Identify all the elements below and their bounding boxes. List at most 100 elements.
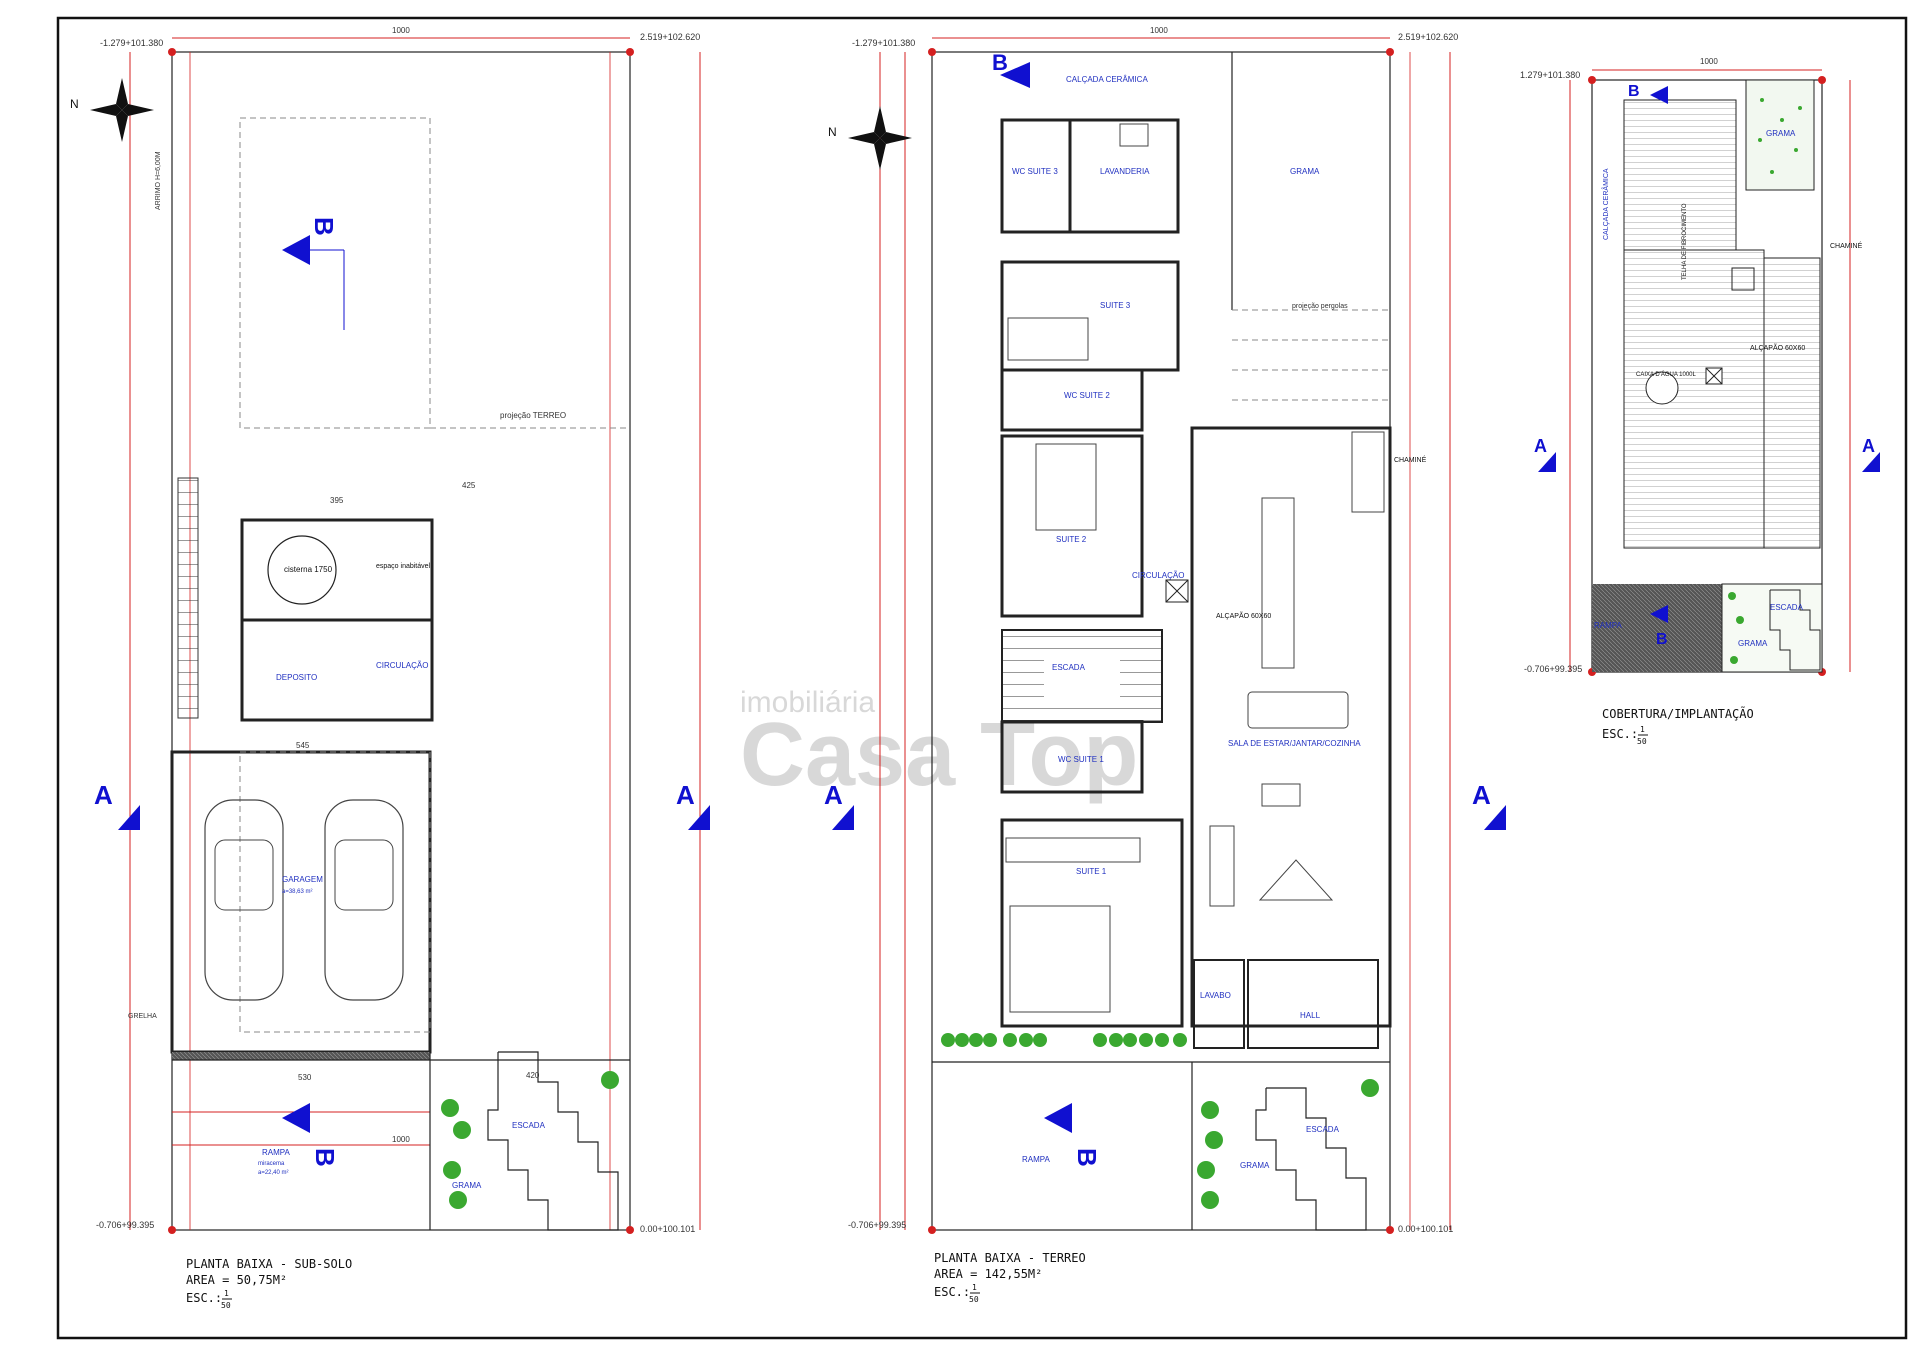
svg-text:A: A xyxy=(1862,436,1875,456)
coord-br: 0.00+100.101 xyxy=(640,1224,695,1234)
deposito-label: DEPOSITO xyxy=(276,673,317,682)
svg-text:A: A xyxy=(1472,780,1491,810)
dim-530: 530 xyxy=(298,1073,312,1082)
rampa-label: RAMPA xyxy=(1594,621,1623,630)
svg-text:A: A xyxy=(676,780,695,810)
svg-text:B: B xyxy=(1656,631,1668,648)
living-room xyxy=(1190,426,1392,1028)
svg-text:N: N xyxy=(828,125,837,139)
alcapao-label: ALÇAPÃO 60X60 xyxy=(1750,343,1805,352)
coord-tl: -1.279+101.380 xyxy=(100,38,163,48)
hedge xyxy=(941,1033,1379,1209)
hall-label: HALL xyxy=(1300,1011,1321,1020)
terreo-scale: ESC.: xyxy=(934,1285,970,1299)
garagem-label: GARAGEM xyxy=(282,875,323,884)
calcada-label: CALÇADA CERÂMICA xyxy=(1601,168,1610,240)
section-a-marker: A xyxy=(1472,780,1506,830)
wc-suite2-label: WC SUITE 2 xyxy=(1064,391,1110,400)
cobertura-scale: ESC.: xyxy=(1602,727,1638,741)
suite1-label: SUITE 1 xyxy=(1076,867,1107,876)
section-b-marker: B xyxy=(1650,605,1668,648)
coord-tr: 2.519+102.620 xyxy=(1398,32,1458,42)
section-b-marker: B xyxy=(1044,1103,1102,1167)
subsolo-area: AREA = 50,75M² xyxy=(186,1273,287,1287)
svg-text:B: B xyxy=(1628,83,1640,100)
caixa-label: CAIXA D'ÁGUA 1000L xyxy=(1636,371,1697,378)
watermark-line1: imobiliária xyxy=(740,686,875,719)
coord-tr: 2.519+102.620 xyxy=(640,32,700,42)
rampa-sub: miracema xyxy=(258,1161,285,1167)
chamine-label: CHAMINÉ xyxy=(1394,455,1427,464)
terreo-caption: PLANTA BAIXA - TERREO xyxy=(934,1251,1086,1265)
garagem-area: a=38,63 m² xyxy=(282,889,313,895)
wc-suite1-label: WC SUITE 1 xyxy=(1058,755,1104,764)
terreo-area: AREA = 142,55M² xyxy=(934,1267,1042,1281)
section-a-marker: A xyxy=(1862,436,1880,472)
terreo-scale-num: 1 xyxy=(972,1283,977,1292)
section-a-marker: A xyxy=(676,780,710,830)
panel-cobertura: 1000 1.279+101.380 -0.706+99.395 GRAMA C… xyxy=(1520,57,1880,746)
sala-label: SALA DE ESTAR/JANTAR/COZINHA xyxy=(1228,739,1361,748)
escada-label: ESCADA xyxy=(1770,603,1804,612)
escada-label: ESCADA xyxy=(512,1121,546,1130)
svg-text:A: A xyxy=(1534,436,1547,456)
dim-1000: 1000 xyxy=(392,1135,410,1144)
grama2-label: GRAMA xyxy=(1240,1161,1270,1170)
section-b-marker: B xyxy=(1628,83,1668,104)
grama2-label: GRAMA xyxy=(1738,639,1768,648)
garage-room xyxy=(170,750,432,1054)
circulacao-label: CIRCULAÇÃO xyxy=(376,661,428,670)
grelha-label: GRELHA xyxy=(128,1013,157,1020)
north-arrow-icon: N xyxy=(70,78,154,142)
grama-label: GRAMA xyxy=(452,1181,482,1190)
grama-label: GRAMA xyxy=(1290,167,1320,176)
cistern-tank xyxy=(267,535,337,605)
exterior-stair xyxy=(1255,1087,1367,1231)
telha-label: TELHA DE FIBROCIMENTO xyxy=(1682,203,1688,280)
coord-tl: 1.279+101.380 xyxy=(1520,70,1580,80)
svg-text:B: B xyxy=(1072,1148,1102,1167)
cobertura-scale-den: 50 xyxy=(1637,737,1647,746)
svg-text:A: A xyxy=(94,780,113,810)
dim-top: 1000 xyxy=(392,26,410,35)
svg-text:N: N xyxy=(70,97,79,111)
grama-label: GRAMA xyxy=(1766,129,1796,138)
rampa-area: a=22,40 m² xyxy=(258,1170,289,1176)
lavanderia-label: LAVANDERIA xyxy=(1100,167,1150,176)
section-a-marker: A xyxy=(824,780,854,830)
svg-text:B: B xyxy=(992,50,1008,75)
dim-395: 395 xyxy=(330,496,344,505)
wc-suite3-label: WC SUITE 3 xyxy=(1012,167,1058,176)
dim-420: 420 xyxy=(526,1071,540,1080)
rampa-label: RAMPA xyxy=(1022,1155,1051,1164)
exterior-stair xyxy=(487,1051,619,1231)
section-a-marker: A xyxy=(94,780,140,830)
dim-top: 1000 xyxy=(1150,26,1168,35)
cobertura-caption: COBERTURA/IMPLANTAÇÃO xyxy=(1602,706,1754,721)
projection-label: projeção TERREO xyxy=(500,411,566,420)
section-b-marker: B xyxy=(992,50,1030,88)
escada-label: ESCADA xyxy=(1052,663,1086,672)
coord-bl: -0.706+99.395 xyxy=(848,1220,906,1230)
projecao-label: projeção pergolas xyxy=(1292,303,1348,310)
cistern-label: cisterna 1750 xyxy=(284,565,333,574)
terreo-scale-den: 50 xyxy=(969,1295,979,1304)
car-icon xyxy=(204,799,284,1001)
svg-text:B: B xyxy=(310,1148,340,1167)
espaco-label: espaço inabitável xyxy=(376,563,431,570)
subsolo-scale-den: 50 xyxy=(221,1301,231,1310)
suite2-label: SUITE 2 xyxy=(1056,535,1087,544)
chamine-label: CHAMINÉ xyxy=(1830,241,1863,250)
coord-tl: -1.279+101.380 xyxy=(852,38,915,48)
coord-br: 0.00+100.101 xyxy=(1398,1224,1453,1234)
panel-terreo: 1000 -1.279+101.380 2.519+102.620 -0.706… xyxy=(824,26,1506,1304)
coord-bl: -0.706+99.395 xyxy=(1524,664,1582,674)
alcapao-label: ALÇAPÃO 60X60 xyxy=(1216,611,1271,620)
cistern-room xyxy=(240,518,434,622)
section-b-marker: B xyxy=(282,217,345,330)
dim-545: 545 xyxy=(296,741,310,750)
rampa-label: RAMPA xyxy=(262,1148,291,1157)
north-arrow-icon: N xyxy=(828,106,912,170)
dim-top: 1000 xyxy=(1700,57,1718,66)
